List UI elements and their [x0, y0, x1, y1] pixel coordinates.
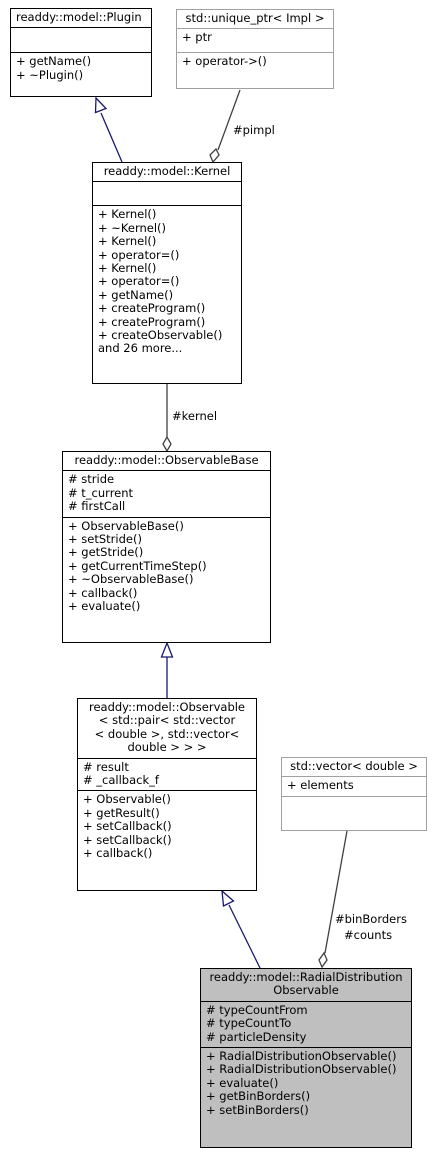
class-name-line: readdy::model::RadialDistribution [209, 970, 403, 984]
class-operation: + setStride() [68, 532, 142, 547]
class-operation: + callback() [83, 846, 153, 861]
class-name-line: std::unique_ptr< Impl > [185, 11, 325, 25]
class-operations [282, 795, 426, 820]
class-attribute: # result [83, 759, 129, 774]
class-attributes: # result# _callback_f [78, 757, 256, 791]
aggregation-diamond [318, 951, 328, 969]
inheritance-arrowhead [160, 641, 174, 658]
class-title: readdy::model::Plugin [11, 9, 151, 27]
class-name-line: readdy::model::Plugin [16, 10, 142, 24]
class-operation: + setCallback() [83, 832, 172, 847]
class-name-line: Observable [273, 983, 339, 998]
class-title: std::unique_ptr< Impl > [177, 10, 333, 28]
class-operation: + operator->() [182, 54, 267, 69]
class-operation: + Kernel() [98, 261, 157, 276]
class-attribute: # _callback_f [83, 773, 159, 788]
class-attributes: # typeCountFrom# typeCountTo# particleDe… [201, 1000, 411, 1047]
class-name-line: readdy::model::Observable [88, 700, 246, 714]
inheritance-arrowhead [94, 96, 108, 114]
edge-pimpl [217, 89, 241, 151]
class-operation: + createProgram() [98, 314, 206, 329]
class-operation: + getCurrentTimeStep() [68, 558, 207, 573]
class-operation: + setCallback() [83, 819, 172, 834]
class-name-line: < double >, std::vector< [94, 726, 240, 741]
class-operation: + callback() [68, 585, 138, 600]
edge-label-counts: #counts [344, 928, 393, 942]
class-title: readdy::model::Kernel [93, 163, 241, 181]
class-operations: + getName()+ ~Plugin() [11, 52, 151, 85]
class-attribute: + elements [287, 778, 354, 793]
class-operation: + operator=() [98, 274, 180, 289]
class-attribute: # firstCall [68, 499, 126, 514]
class-operation: + Kernel() [98, 234, 157, 249]
class-name-line: < std::pair< std::vector [98, 713, 236, 728]
edge-label-bin-borders: #binBorders [335, 912, 407, 926]
class-operation: + ~Kernel() [98, 220, 167, 235]
class-plugin[interactable]: readdy::model::Plugin + getName()+ ~Plug… [10, 8, 152, 97]
class-operation: + RadialDistributionObservable() [206, 1062, 397, 1077]
class-title: std::vector< double > [282, 758, 426, 776]
class-operation: + getResult() [83, 805, 160, 820]
class-operations: + ObservableBase()+ setStride()+ getStri… [63, 516, 270, 617]
class-name-line: readdy::model::Kernel [103, 164, 231, 178]
class-operation: + getName() [16, 54, 92, 69]
class-attributes: + elements [282, 776, 426, 795]
inheritance-arrowhead [221, 889, 235, 908]
class-name-line: readdy::model::ObservableBase [74, 453, 259, 467]
class-attribute: # stride [68, 472, 115, 487]
class-operation: + createObservable() [98, 328, 223, 343]
class-operation: + RadialDistributionObservable() [206, 1049, 397, 1064]
class-operation: + getStride() [68, 545, 144, 560]
class-title: readdy::model::ObservableBase [63, 452, 270, 470]
class-observable[interactable]: readdy::model::Observable< std::pair< st… [77, 698, 257, 891]
class-attribute: # typeCountTo [206, 1016, 292, 1031]
class-attributes [93, 181, 241, 205]
class-operation: + operator=() [98, 247, 180, 262]
class-operation: + Observable() [83, 792, 171, 807]
class-operation: + Kernel() [98, 207, 157, 222]
class-operation: + setBinBorders() [206, 1102, 309, 1117]
class-operation: + getName() [98, 287, 174, 302]
aggregation-diamond [162, 435, 172, 453]
class-operation: + createProgram() [98, 301, 206, 316]
class-operation: + evaluate() [68, 599, 141, 614]
class-attribute: # particleDensity [206, 1029, 307, 1044]
class-vector-double[interactable]: std::vector< double > + elements [281, 757, 427, 831]
class-title: readdy::model::Observable< std::pair< st… [78, 699, 256, 758]
edge-label-pimpl: #pimpl [233, 123, 275, 137]
class-attributes [11, 27, 151, 52]
class-kernel[interactable]: readdy::model::Kernel + Kernel()+ ~Kerne… [92, 162, 242, 384]
class-observable-base[interactable]: readdy::model::ObservableBase # stride# … [62, 451, 271, 643]
class-operations: + Kernel()+ ~Kernel()+ Kernel()+ operato… [93, 205, 241, 358]
class-name-line: double > > > [127, 740, 207, 755]
class-operation: + ~ObservableBase() [68, 572, 194, 587]
class-operation: and 26 more... [98, 341, 183, 356]
class-attributes: # stride# t_current# firstCall [63, 470, 270, 516]
class-operations: + Observable()+ getResult()+ setCallback… [78, 790, 256, 863]
class-operations: + RadialDistributionObservable()+ Radial… [201, 1047, 411, 1120]
class-name-line: std::vector< double > [290, 759, 418, 773]
edge-bin-borders [324, 830, 348, 954]
class-attribute: # typeCountFrom [206, 1002, 308, 1017]
class-operation: + ObservableBase() [68, 518, 184, 533]
class-attribute: # t_current [68, 485, 134, 500]
edge-radial-inherits-observable [228, 904, 261, 969]
class-attributes: + ptr [177, 28, 333, 52]
class-operations: + operator->() [177, 52, 333, 71]
aggregation-diamond [209, 147, 220, 164]
class-operation: + evaluate() [206, 1075, 279, 1090]
class-operation: + ~Plugin() [16, 67, 84, 82]
class-attribute: + ptr [182, 30, 212, 45]
class-unique-ptr[interactable]: std::unique_ptr< Impl > + ptr + operator… [176, 9, 334, 89]
class-operation: + getBinBorders() [206, 1089, 311, 1104]
edge-label-kernel: #kernel [172, 409, 218, 423]
edge-kernel-inherits-plugin [100, 112, 123, 163]
